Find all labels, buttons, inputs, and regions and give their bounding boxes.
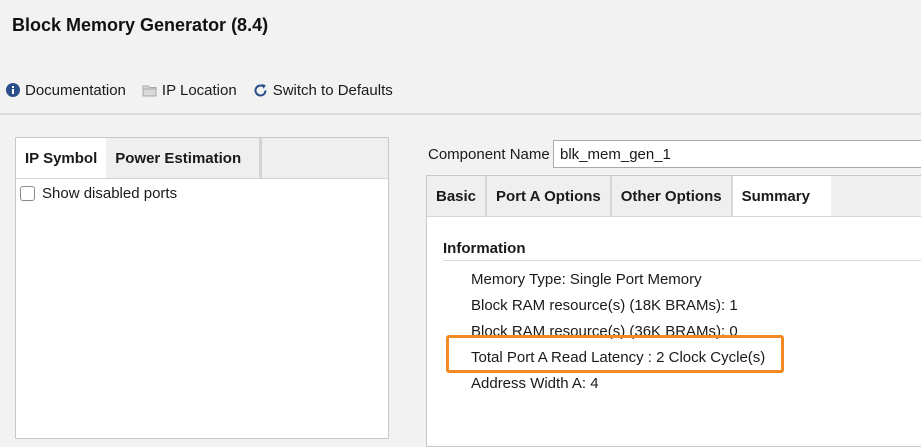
- documentation-button[interactable]: Documentation: [6, 82, 126, 99]
- left-tab-bar: IP Symbol Power Estimation: [16, 138, 388, 179]
- ip-location-button[interactable]: IP Location: [142, 82, 237, 99]
- tab-basic[interactable]: Basic: [427, 176, 488, 216]
- component-name-label: Component Name: [428, 146, 550, 163]
- window-title: Block Memory Generator (8.4): [12, 15, 269, 35]
- info-read-latency: Total Port A Read Latency : 2 Clock Cycl…: [471, 349, 766, 366]
- tab-other-options[interactable]: Other Options: [612, 176, 733, 216]
- info-icon: [6, 83, 20, 97]
- documentation-label: Documentation: [25, 81, 126, 99]
- left-panel: IP Symbol Power Estimation Show disabled…: [15, 137, 389, 439]
- ip-location-label: IP Location: [161, 81, 237, 99]
- tab-port-a-options[interactable]: Port A Options: [487, 176, 612, 216]
- right-panel: Basic Port A Options Other Options Summa…: [426, 175, 921, 447]
- switch-to-defaults-label: Switch to Defaults: [272, 81, 393, 99]
- component-name-input[interactable]: [553, 140, 921, 168]
- info-bram-36k: Block RAM resource(s) (36K BRAMs): 0: [471, 323, 738, 340]
- header-separator: [0, 113, 921, 115]
- show-disabled-ports-checkbox[interactable]: [20, 186, 35, 201]
- tab-summary[interactable]: Summary: [732, 176, 831, 216]
- info-memory-type: Memory Type: Single Port Memory: [471, 271, 702, 288]
- information-header: Information: [443, 240, 526, 257]
- refresh-icon: [254, 83, 267, 96]
- toolbar: Documentation IP Location Switch to Defa…: [6, 79, 409, 101]
- folder-icon: [142, 85, 157, 96]
- tab-power-estimation[interactable]: Power Estimation: [106, 138, 263, 178]
- info-bram-18k: Block RAM resource(s) (18K BRAMs): 1: [471, 297, 738, 314]
- switch-to-defaults-button[interactable]: Switch to Defaults: [253, 82, 393, 99]
- tab-ip-symbol[interactable]: IP Symbol: [16, 138, 107, 178]
- show-disabled-ports-row[interactable]: Show disabled ports: [20, 185, 177, 202]
- information-divider: [443, 260, 921, 261]
- show-disabled-ports-label: Show disabled ports: [42, 185, 178, 202]
- right-tab-bar: Basic Port A Options Other Options Summa…: [427, 176, 921, 217]
- info-address-width: Address Width A: 4: [471, 375, 599, 392]
